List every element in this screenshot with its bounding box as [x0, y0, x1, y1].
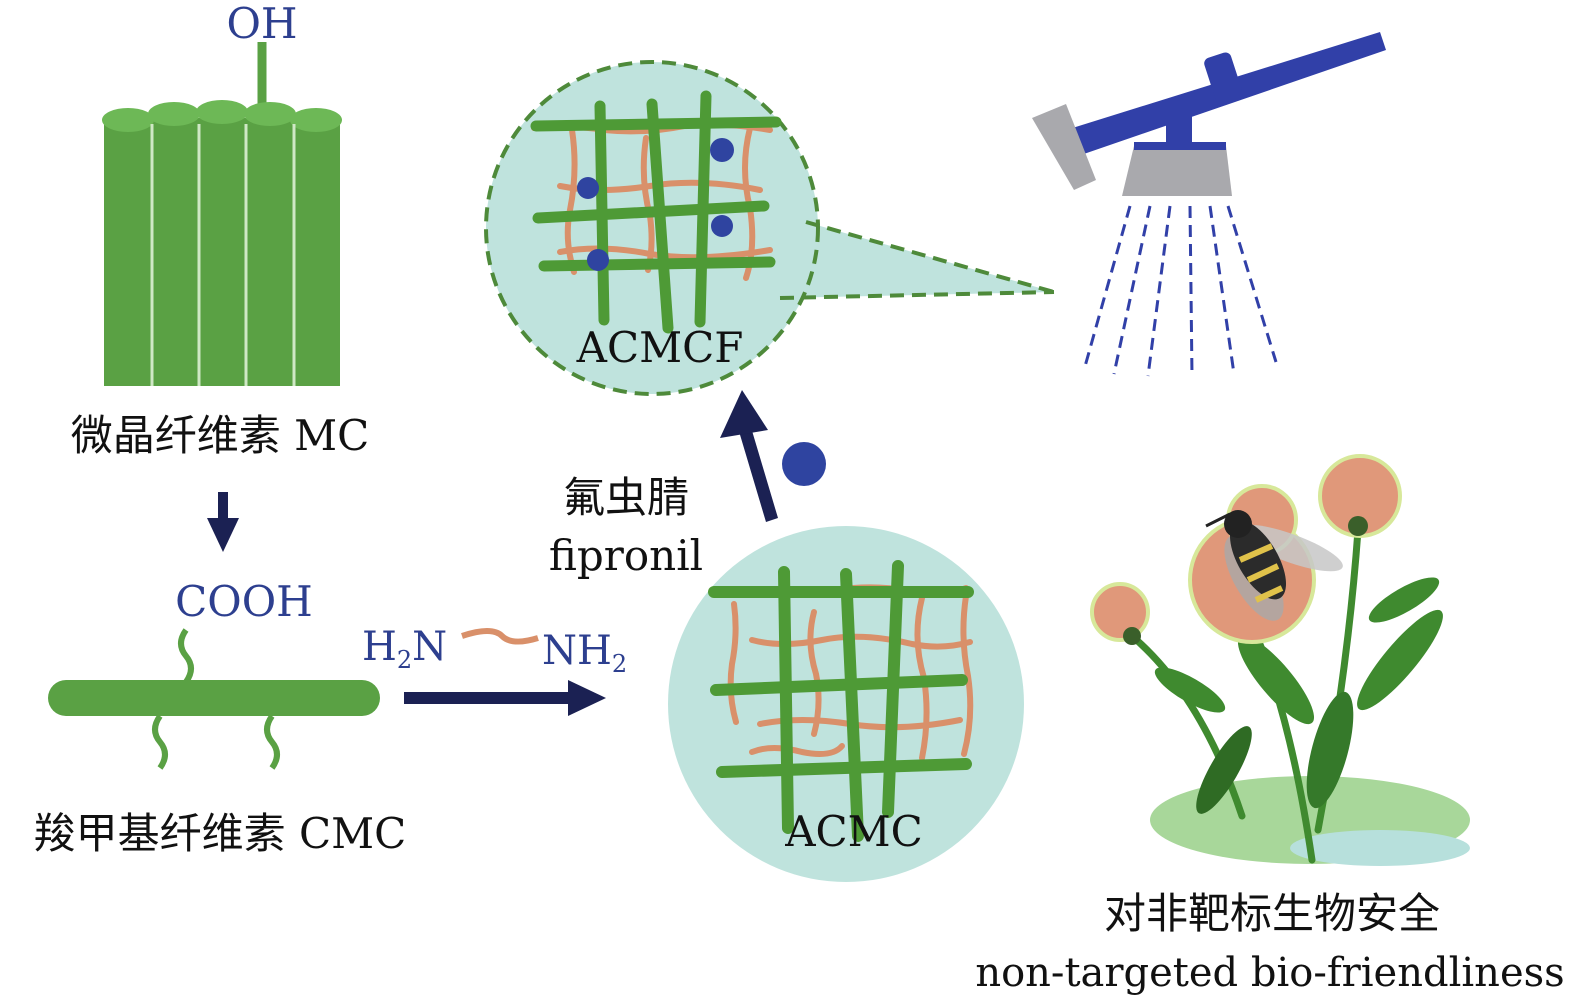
mc-cellulose-bundle — [102, 42, 342, 386]
arrow-down-mc-to-cmc — [207, 492, 239, 552]
cooh-label: COOH — [175, 577, 313, 626]
plant-with-bee-illustration — [1090, 454, 1470, 866]
fipronil-en-label: fipronil — [549, 531, 703, 580]
acmc-hydrogel — [668, 526, 1024, 882]
arrow-up-acmc-to-acmcf — [720, 390, 778, 522]
safety-cn-label: 对非靶标生物安全 — [1104, 889, 1440, 938]
acmc-label: ACMC — [784, 807, 923, 856]
h2n-label: H2N — [362, 624, 447, 674]
mc-label: 微晶纤维素 MC — [71, 411, 370, 460]
oh-label: OH — [226, 0, 297, 48]
cmc-label: 羧甲基纤维素 CMC — [34, 809, 407, 858]
fipronil-cn-label: 氟虫腈 — [563, 473, 689, 522]
bee-icon — [1205, 510, 1343, 621]
sprinkler-icon — [1032, 32, 1386, 377]
nh2-label: NH2 — [542, 628, 627, 678]
fipronil-molecule — [782, 442, 826, 486]
cmc-chain — [48, 628, 380, 770]
acmcf-label: ACMCF — [576, 323, 744, 372]
diamine-linker — [461, 628, 539, 645]
arrow-right-cmc-to-acmc — [404, 680, 606, 716]
acmcf-zoom-bubble — [484, 60, 1055, 396]
safety-en-label: non-targeted bio-friendliness — [975, 950, 1564, 996]
